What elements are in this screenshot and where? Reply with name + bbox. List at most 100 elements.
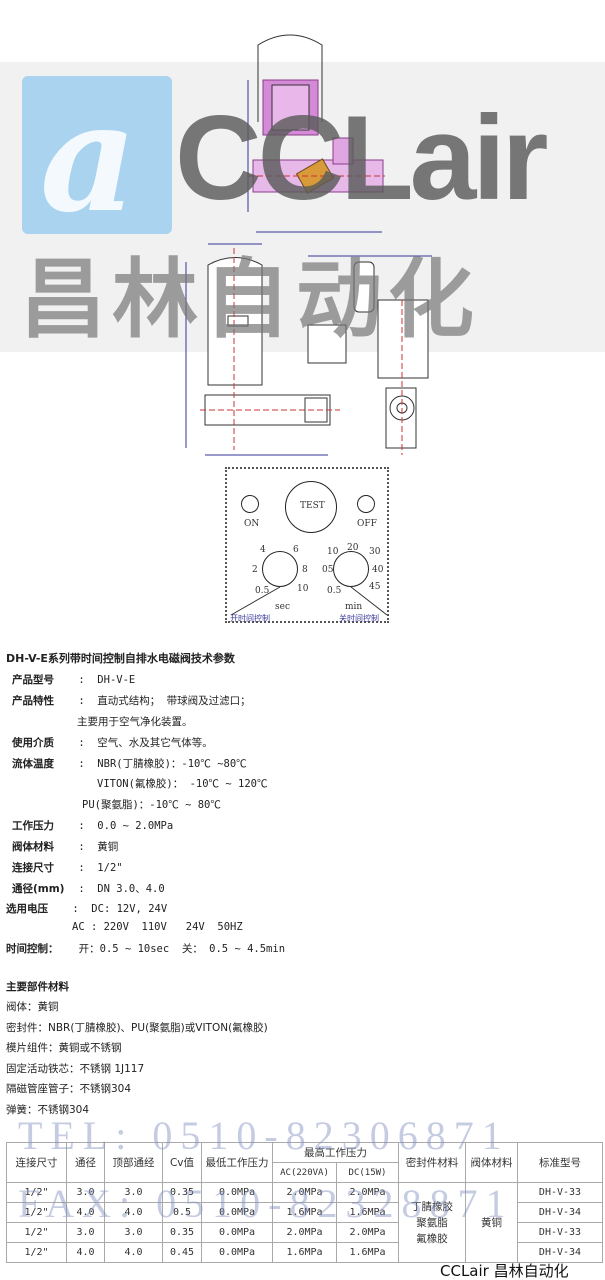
material-item: 固定活动铁芯：不锈钢 1J117 [6,1062,145,1075]
spec-value: 开：0.5 ~ 10sec 关： 0.5 ~ 4.5min [78,943,286,955]
spec-row: 通径(mm) : DN 3.0、4.0 [12,883,165,895]
spec-value: NBR(丁腈橡胶)：-10℃ ~80℃ [97,758,247,770]
spec-row: 流体温度 : NBR(丁腈橡胶)：-10℃ ~80℃ [12,758,247,770]
spec-value: DC: 12V, 24V [91,903,168,915]
on-label: ON [244,519,260,529]
table-cell: 1/2" [6,1242,67,1263]
spec-row: AC : 220V 110V 24V 50HZ [12,921,243,933]
seal-material-cell: 丁腈橡胶聚氨脂氟橡胶 [398,1182,466,1263]
on-time-dial [262,551,298,587]
body-material-cell: 黄铜 [465,1182,518,1263]
table-cell: 4.0 [66,1242,105,1263]
spec-row: 主要用于空气净化装置。 [12,714,193,729]
spec-label: 选用电压 [6,903,48,915]
col-header: 最高工作压力 [272,1142,399,1163]
spec-row: 使用介质 : 空气、水及其它气体等。 [12,737,213,749]
spec-value: DN 3.0、4.0 [97,883,165,895]
material-item: 密封件：NBR(丁腈橡胶)、PU(聚氨脂)或VITON(氟橡胶) [6,1021,268,1034]
spec-value: VITON(氟橡胶)： -10℃ ~ 120℃ [97,778,268,790]
spec-row: VITON(氟橡胶)： -10℃ ~ 120℃ [12,776,267,791]
off-time-caption: 关时间控制 [339,614,379,623]
watermark-fax: FAX: 0510-82328871 [18,1181,514,1226]
material-item: 阀体：黄铜 [6,1001,59,1013]
table-cell: DH-V-34 [517,1242,603,1263]
material-item: 弹簧：不锈钢304 [6,1103,90,1116]
section-view-drawing [247,34,385,233]
off-time-dial [333,551,369,587]
dial-tick: 0.5 [255,586,270,596]
dial-tick: 45 [369,582,381,592]
table-cell: 1.6MPa [272,1242,337,1263]
watermark-brand-en: CCLair [175,91,548,225]
col-header: Cv值 [162,1142,202,1183]
dial-tick: 6 [293,545,299,555]
spec-value: 主要用于空气净化装置。 [77,716,193,728]
spec-title: DH-V-E系列带时间控制自排水电磁阀技术参数 [6,652,235,665]
materials-title: 主要部件材料 [6,981,69,993]
spec-label: 连接尺寸 [12,862,54,874]
watermark-brand-cn: 昌林自动化 [20,250,480,350]
leader-lines [230,586,388,616]
spec-label: 产品特性 [12,695,54,707]
dial-tick: 2 [252,565,258,575]
table-cell: 0.0MPa [201,1242,273,1263]
table-cell: 4.0 [104,1242,163,1263]
on-time-caption: 开时间控制 [230,614,270,623]
dial-tick: 30 [369,547,381,557]
spec-label: 工作压力 [12,820,54,832]
spec-value: 0.0 ~ 2.0MPa [97,820,174,832]
side-view-drawing [307,255,432,455]
dial-tick: 8 [302,565,308,575]
spec-value: DH-V-E [97,674,136,686]
spec-value: 黄铜 [97,841,119,853]
off-indicator [357,495,375,513]
dial-tick: 0.5 [327,586,342,596]
spec-row: 连接尺寸 : 1/2" [12,862,123,874]
material-item: 模片组件：黄铜或不锈钢 [6,1042,122,1054]
col-header: 通径 [66,1142,105,1183]
on-indicator [241,495,259,513]
material-item: 隔磁管座管子：不锈钢304 [6,1083,132,1095]
brand-logo: a [22,70,172,246]
table-cell: 1.6MPa [336,1242,399,1263]
corner-brand-label: CCLair 昌林自动化 [440,1262,569,1280]
spec-row: 选用电压 : DC: 12V, 24V [6,903,168,915]
table-cell: DH-V-34 [517,1202,603,1223]
table-cell: DH-V-33 [517,1182,603,1203]
dial-tick: 10 [327,547,339,557]
front-view-drawing [185,243,340,456]
dial-tick: 05 [322,565,334,575]
col-header: 阀体材料 [465,1142,518,1183]
timer-control-panel: ON TEST OFF 4 6 2 8 0.5 10 sec 开时间控制 10 … [225,467,389,623]
spec-value: 1/2" [97,862,123,874]
watermark-tel: TEL: 0510-82306871 [18,1113,510,1158]
table-cell: 0.45 [162,1242,202,1263]
spec-label: 时间控制： [6,943,59,955]
seal-material: 丁腈橡胶 [411,1200,453,1213]
spec-label: 通径(mm) [12,883,65,895]
spec-value: AC : 220V 110V 24V 50HZ [72,921,243,933]
dial-tick: 4 [260,545,266,555]
spec-row: 阀体材料 : 黄铜 [12,841,119,853]
spec-row: 时间控制： 开：0.5 ~ 10sec 关： 0.5 ~ 4.5min [6,941,285,956]
dial-tick: 20 [347,543,359,553]
spec-label: 阀体材料 [12,841,54,853]
spec-row: PU(聚氨脂)：-10℃ ~ 80℃ [12,797,221,812]
spec-value: 空气、水及其它气体等。 [97,737,213,749]
test-button [285,481,337,533]
dial-unit: min [345,602,363,612]
col-header: 标准型号 [517,1142,603,1183]
table-cell: DH-V-33 [517,1222,603,1243]
col-header: 连接尺寸 [6,1142,67,1183]
spec-row: 工作压力 : 0.0 ~ 2.0MPa [12,820,174,832]
spec-row: 产品型号 : DH-V-E [12,674,136,686]
spec-value: PU(聚氨脂)：-10℃ ~ 80℃ [82,799,221,811]
dial-tick: 40 [372,565,384,575]
test-label: TEST [300,501,325,511]
seal-material: 氟橡胶 [416,1232,448,1245]
spec-value: 直动式结构； 带球阀及过滤口； [97,695,251,707]
